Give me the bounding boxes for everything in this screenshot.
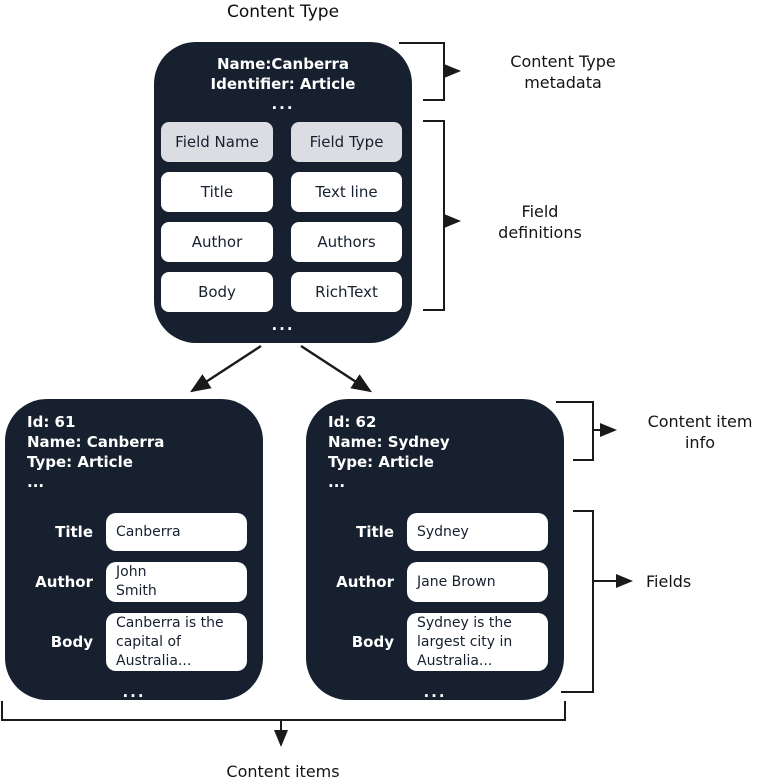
content-type-meta-ellipsis: ... [271,95,295,113]
bracket-fields [561,510,594,693]
field-value-author: John Smith [106,562,247,602]
content-type-name: Name:Canberra [216,55,350,73]
field-row-body: Body Sydney is the largest city in Austr… [306,613,564,671]
item-meta-ellipsis: ... [328,473,346,491]
field-row-body: Body Canberra is the capital of Australi… [5,613,263,671]
item-id: Id: 61 [27,413,76,431]
content-type-card: Name:Canberra Identifier: Article ... Fi… [154,42,412,343]
item-name: Name: Canberra [27,433,165,451]
annotation-content-item-info: Content item info [647,412,753,452]
bracket-content-items [1,701,566,721]
field-definition-grid: Field Name Field Type Title Text line Au… [154,122,412,312]
field-name-title: Title [161,172,273,212]
field-value-body: Sydney is the largest city in Australia.… [407,613,548,671]
item-type: Type: Article [328,453,434,471]
annotation-content-type-metadata: Content Type metadata [510,52,616,92]
field-type-body: RichText [291,272,402,312]
arrow-to-item-right [300,344,373,393]
field-value-body: Canberra is the capital of Australia... [106,613,247,671]
column-header-field-name: Field Name [161,122,273,162]
field-label-title: Title [55,523,93,541]
item-fields-block: Title Sydney Author Jane Brown Body Sydn… [306,513,564,671]
field-name-body: Body [161,272,273,312]
field-row-title: Title Sydney [306,513,564,551]
field-label-author: Author [35,573,93,591]
field-value-title: Sydney [407,513,548,551]
item-type: Type: Article [27,453,133,471]
field-label-body: Body [50,633,93,651]
arrow-to-item-left [189,344,262,393]
column-header-field-type: Field Type [291,122,402,162]
content-item-card-sydney: Id: 62 Name: Sydney Type: Article ... Ti… [306,399,564,701]
field-row-author: Author Jane Brown [306,562,564,602]
content-item-info-block: Id: 62 Name: Sydney Type: Article ... [306,399,564,492]
bracket-field-definitions [423,120,445,311]
content-type-identifier: Identifier: Article [210,75,356,93]
annotation-content-items: Content items [226,762,340,781]
item-more-ellipsis: ... [423,683,447,701]
field-label-body: Body [351,633,394,651]
item-meta-ellipsis: ... [27,473,45,491]
item-id: Id: 62 [328,413,377,431]
item-name: Name: Sydney [328,433,450,451]
field-type-author: Authors [291,222,402,262]
item-more-ellipsis: ... [122,683,146,701]
field-value-title: Canberra [106,513,247,551]
field-label-author: Author [336,573,394,591]
field-value-author: Jane Brown [407,562,548,602]
annotation-fields: Fields [646,572,692,591]
field-row-author: Author John Smith [5,562,263,602]
field-name-author: Author [161,222,273,262]
field-row-title: Title Canberra [5,513,263,551]
field-type-title: Text line [291,172,402,212]
content-item-card-canberra: Id: 61 Name: Canberra Type: Article ... … [5,399,263,701]
field-label-title: Title [356,523,394,541]
annotation-field-definitions: Field definitions [498,202,582,242]
content-type-metadata-block: Name:Canberra Identifier: Article ... [154,42,412,114]
page-title: Content Type [226,2,340,22]
content-item-info-block: Id: 61 Name: Canberra Type: Article ... [5,399,263,492]
content-type-more-ellipsis: ... [271,316,295,334]
item-fields-block: Title Canberra Author John Smith Body Ca… [5,513,263,671]
